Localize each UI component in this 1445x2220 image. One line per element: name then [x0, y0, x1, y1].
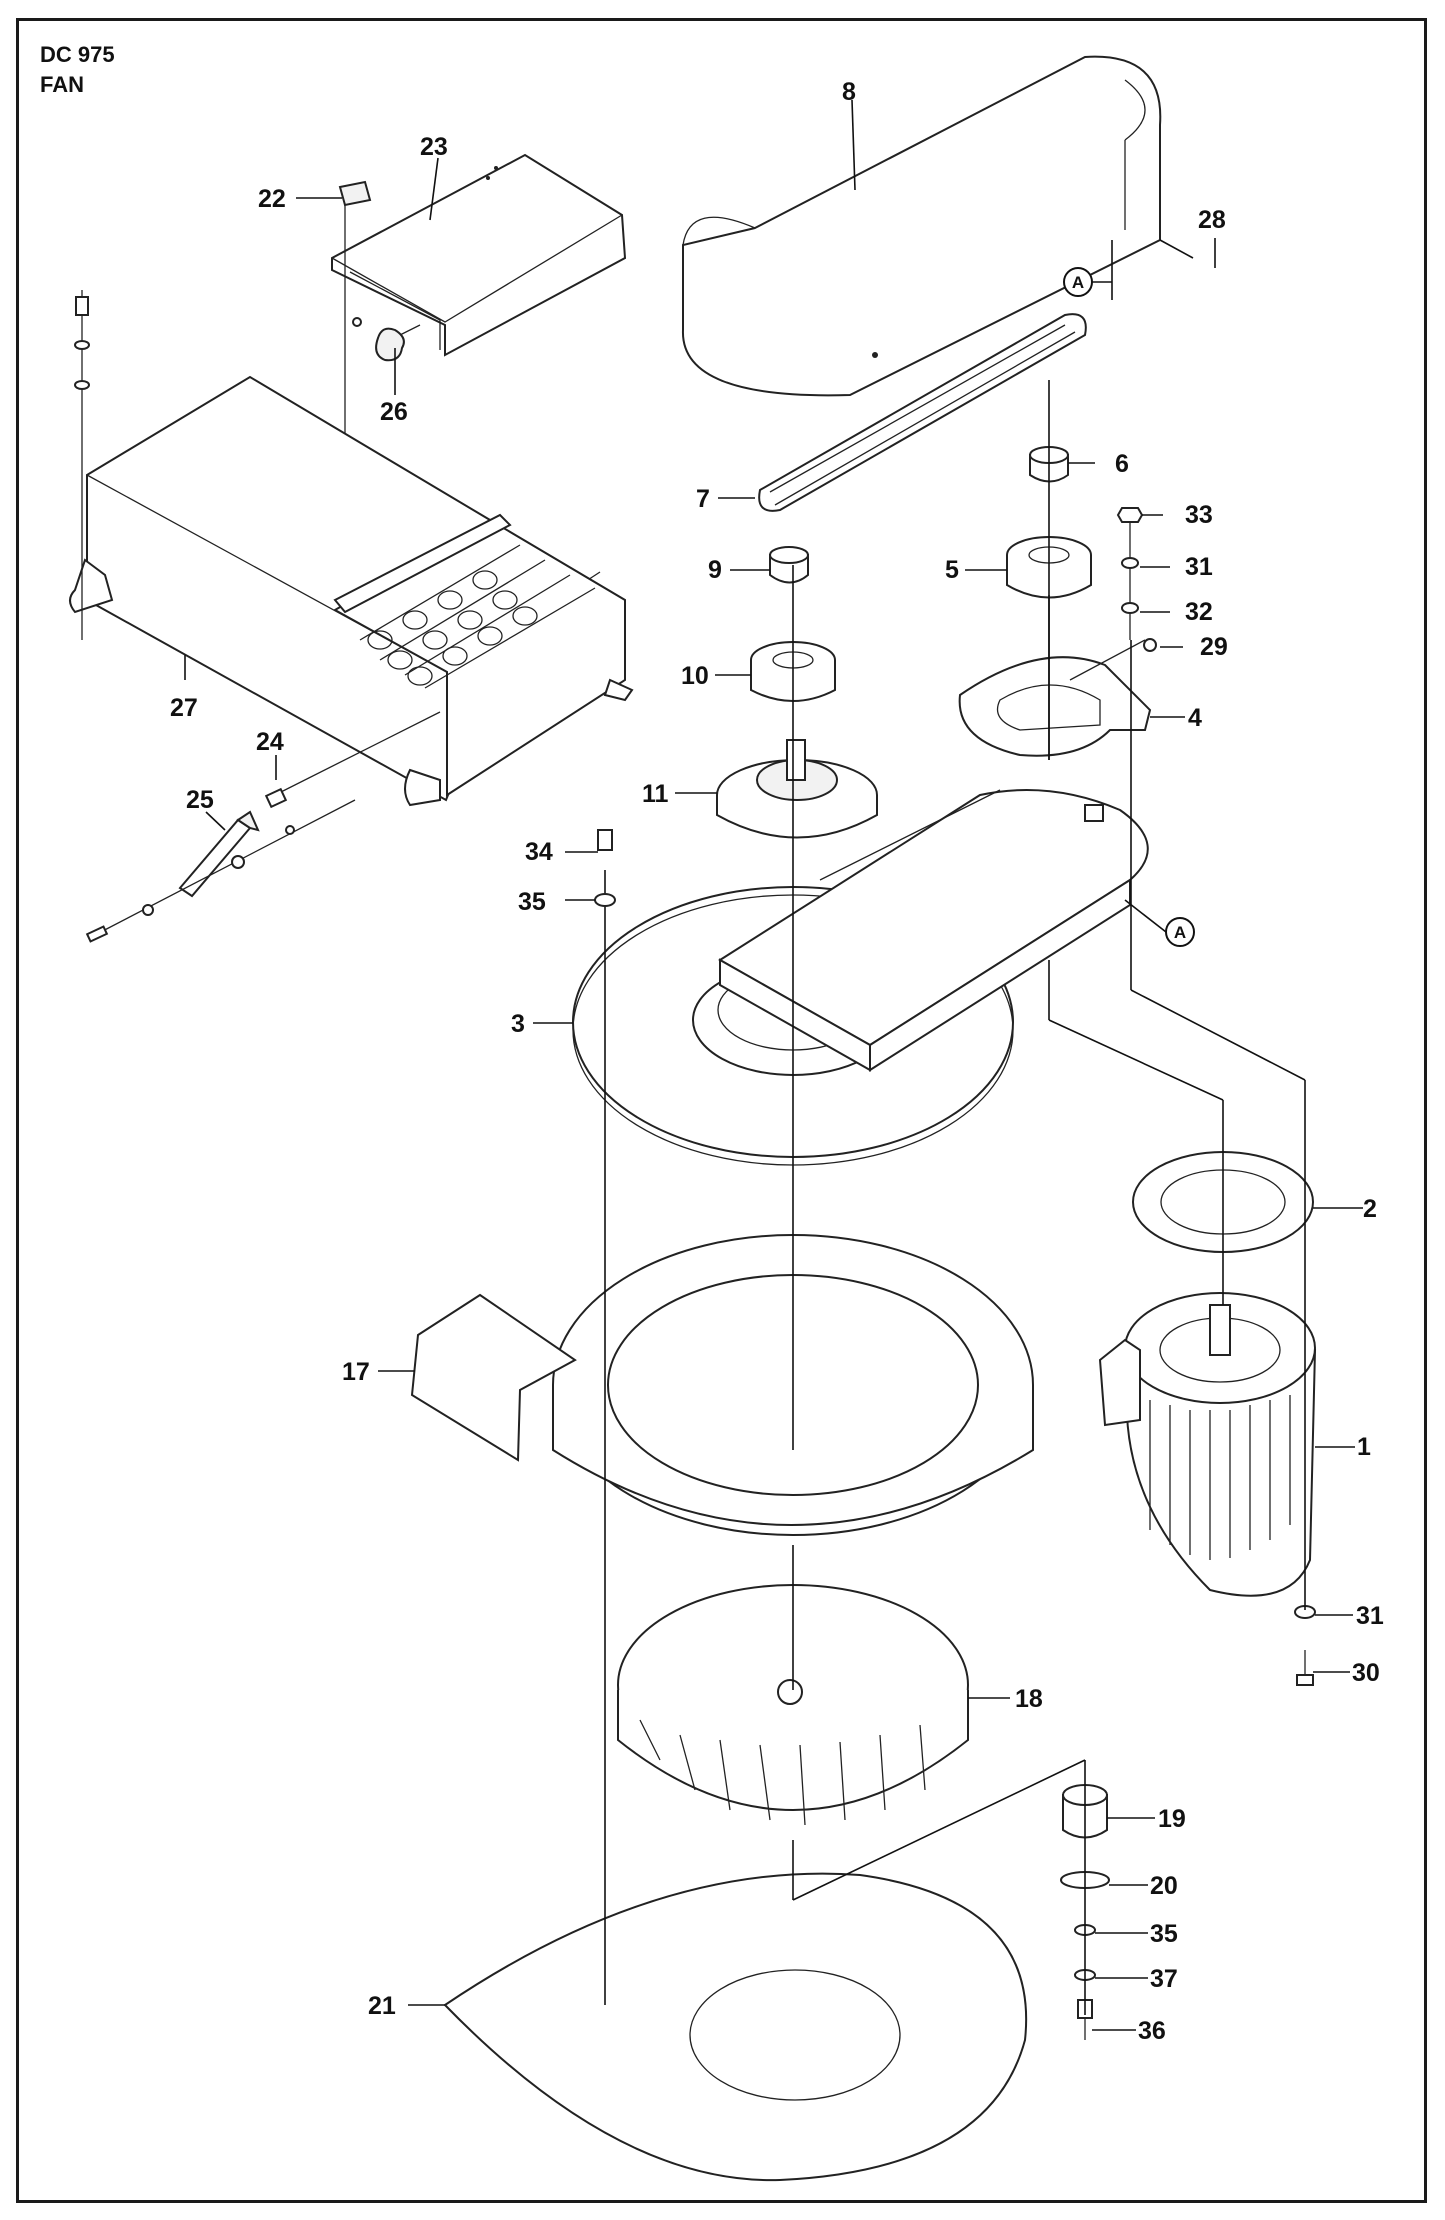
hardware-stack — [1116, 507, 1157, 652]
callout-32: 32 — [1185, 598, 1213, 626]
callout-4: 4 — [1188, 704, 1202, 732]
callout-17: 17 — [342, 1358, 370, 1386]
callout-18: 18 — [1015, 1685, 1043, 1713]
callout-2: 2 — [1363, 1195, 1377, 1223]
callout-35-lower: 35 — [1150, 1920, 1178, 1948]
callout-3: 3 — [511, 1010, 525, 1038]
callout-30: 30 — [1352, 1659, 1380, 1687]
callout-31-lower: 31 — [1356, 1602, 1384, 1630]
callout-33: 33 — [1185, 501, 1213, 529]
callout-5: 5 — [945, 556, 959, 584]
callout-20: 20 — [1150, 1872, 1178, 1900]
model-number: DC 975 — [40, 42, 115, 67]
callout-1: 1 — [1357, 1433, 1371, 1461]
tension-plate — [958, 639, 1152, 757]
callout-22: 22 — [258, 185, 286, 213]
callout-26: 26 — [380, 398, 408, 426]
diagram-frame — [16, 18, 1427, 2203]
reference-marker-a2: A — [1165, 917, 1195, 947]
callout-27: 27 — [170, 694, 198, 722]
bearing-housing — [716, 739, 878, 839]
svg-text:A: A — [1072, 273, 1084, 292]
knob-part — [375, 324, 421, 362]
callout-24: 24 — [256, 728, 284, 756]
assembly-lines — [604, 380, 1306, 2015]
callout-labels: 8 23 22 28 26 6 7 33 9 5 31 32 29 10 27 … — [170, 78, 1384, 2045]
motor-bolt — [1294, 1605, 1316, 1686]
callout-leaders — [184, 99, 1363, 2031]
callout-31-upper: 31 — [1185, 553, 1213, 581]
svg-text:A: A — [1174, 923, 1186, 942]
callout-21: 21 — [368, 1992, 396, 2020]
filter-housing-box — [69, 290, 634, 807]
fan-scroll-housing — [410, 1234, 1034, 1536]
belt-guard-cover — [681, 55, 1162, 397]
housing-bolt — [594, 829, 616, 907]
callout-7: 7 — [696, 485, 710, 513]
callout-9: 9 — [708, 556, 722, 584]
fan-housing-top — [572, 789, 1149, 1166]
electrical-box-cover — [331, 153, 627, 357]
diagram-title: DC 975 FAN — [40, 40, 115, 100]
callout-35-upper: 35 — [518, 888, 546, 916]
callout-25: 25 — [186, 786, 214, 814]
callout-37: 37 — [1150, 1965, 1178, 1993]
callout-23: 23 — [420, 133, 448, 161]
callout-10: 10 — [681, 662, 709, 690]
callout-34: 34 — [525, 838, 553, 866]
callout-6: 6 — [1115, 450, 1129, 478]
fan-base-plate — [443, 1872, 1028, 2182]
fan-motor — [1098, 1292, 1317, 1597]
callout-28: 28 — [1198, 206, 1226, 234]
callout-36: 36 — [1138, 2017, 1166, 2045]
latch-parts — [85, 711, 441, 943]
drive-belt — [758, 313, 1087, 512]
callout-8: 8 — [842, 78, 856, 106]
section-name: FAN — [40, 72, 84, 97]
reference-marker-a1: A — [1063, 267, 1093, 297]
callout-29: 29 — [1200, 633, 1228, 661]
callout-19: 19 — [1158, 1805, 1186, 1833]
callout-11: 11 — [642, 780, 669, 808]
